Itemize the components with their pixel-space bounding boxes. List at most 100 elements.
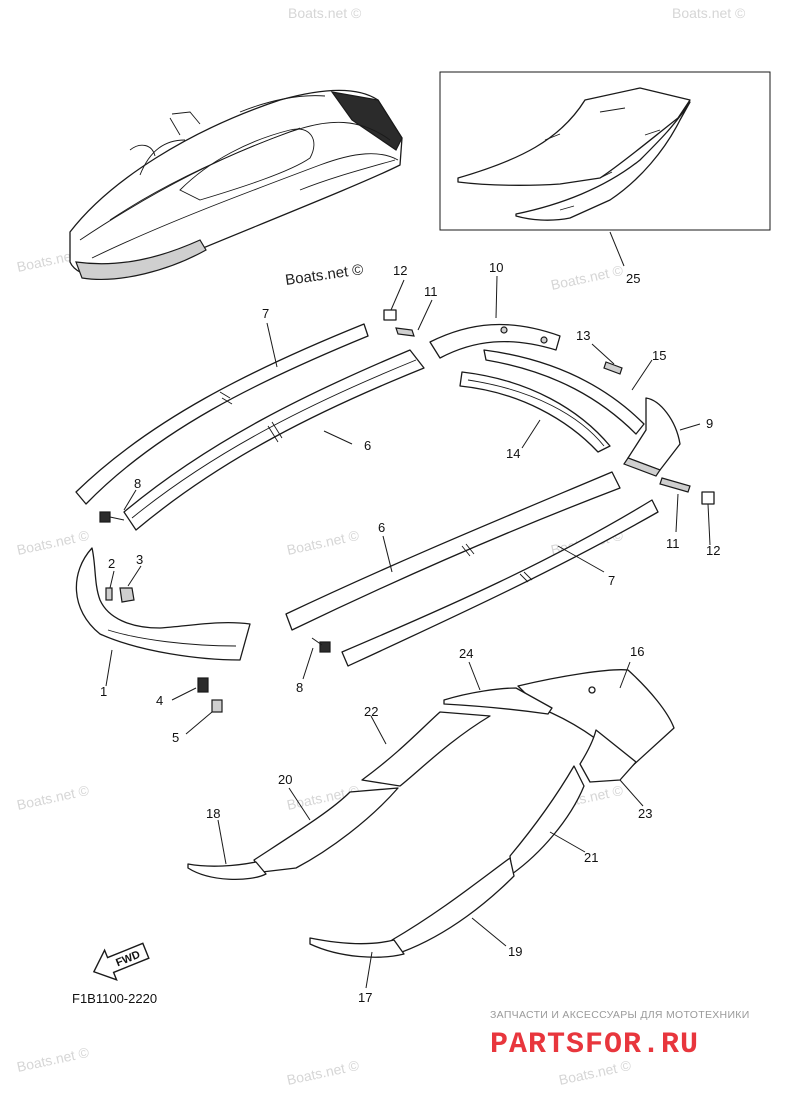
part-14-rear-rail xyxy=(459,371,611,453)
part-2-3-fasteners xyxy=(105,587,135,603)
part-15-rear-rail xyxy=(483,349,645,435)
hull-nose-mat xyxy=(330,91,403,151)
mat-20-body xyxy=(253,787,399,873)
part-6-lower-rail xyxy=(285,471,621,631)
callout-12-upper: 12 xyxy=(393,263,407,278)
callout-4: 4 xyxy=(156,693,163,708)
mat-24-body xyxy=(443,687,553,715)
part-12b-cap xyxy=(701,491,715,505)
part-8-screw-upper xyxy=(99,511,125,523)
watercraft-illustration xyxy=(69,89,403,280)
fwd-arrow-icon xyxy=(92,942,150,982)
rail-7-lower-body xyxy=(341,499,659,667)
callout-15: 15 xyxy=(652,348,666,363)
mat-16 xyxy=(517,669,675,769)
callout-8-upper: 8 xyxy=(134,476,141,491)
inset-mat-upper xyxy=(457,87,691,186)
watermark-top-right: Boats.net © xyxy=(672,5,746,21)
mat-21-body xyxy=(509,765,585,875)
leader-lines xyxy=(105,231,711,989)
inset-box-25 xyxy=(439,71,771,231)
callout-7-lower: 7 xyxy=(608,573,615,588)
bracket-10-body xyxy=(429,323,561,359)
rail-6-upper-body xyxy=(123,349,425,531)
rail-6-lower-body xyxy=(285,471,621,631)
callout-12-right: 12 xyxy=(706,543,720,558)
mat-20 xyxy=(253,787,399,873)
part-11-12-right xyxy=(659,477,715,505)
callout-6-lower: 6 xyxy=(378,520,385,535)
part-5-clip xyxy=(211,699,223,713)
part-6-upper-rail xyxy=(123,349,425,531)
watermark-top-center: Boats.net © xyxy=(288,5,362,21)
part-1-front-bumper xyxy=(75,547,251,661)
callout-3: 3 xyxy=(136,552,143,567)
callout-13: 13 xyxy=(576,328,590,343)
callout-2: 2 xyxy=(108,556,115,571)
part-7-upper-rail xyxy=(75,323,369,505)
watermark-left-3: Boats.net © xyxy=(15,782,91,813)
callout-11-right: 11 xyxy=(666,536,680,551)
screw-head-8b xyxy=(319,641,331,653)
part-9-corner xyxy=(623,397,681,477)
mat-22 xyxy=(361,711,491,787)
callout-19: 19 xyxy=(508,944,522,959)
part-13-screw xyxy=(603,361,623,375)
part-4-5-fasteners xyxy=(197,677,223,713)
callout-10: 10 xyxy=(489,260,503,275)
screw-13 xyxy=(603,361,623,375)
part-2-stud xyxy=(105,587,113,601)
mat-23-body xyxy=(579,729,637,783)
mat-19 xyxy=(391,857,515,953)
callout-17: 17 xyxy=(358,990,372,1005)
callout-11-upper: 11 xyxy=(424,284,438,299)
mat-23 xyxy=(579,729,637,783)
watermark-right-1: Boats.net © xyxy=(549,262,625,293)
callout-16: 16 xyxy=(630,644,644,659)
inset-mat-lower xyxy=(515,101,691,221)
fwd-arrow: FWD xyxy=(92,942,150,982)
callout-21: 21 xyxy=(584,850,598,865)
screw-head-8a xyxy=(99,511,111,523)
diagram-code: F1B1100-2220 xyxy=(72,991,157,1006)
callout-23: 23 xyxy=(638,806,652,821)
rail-15-body xyxy=(483,349,645,435)
mat-22-body xyxy=(361,711,491,787)
callout-22: 22 xyxy=(364,704,378,719)
mat-18-body xyxy=(187,861,267,881)
watermark-center-2: Boats.net © xyxy=(285,527,361,558)
callout-1: 1 xyxy=(100,684,107,699)
bumper-body xyxy=(75,547,251,661)
boats-net-label: Boats.net © xyxy=(284,261,364,289)
callout-5: 5 xyxy=(172,730,179,745)
part-11b-pin xyxy=(659,477,691,493)
rail-14-body xyxy=(459,371,611,453)
part-10-rear-bracket xyxy=(429,323,561,359)
part-7-lower-rail xyxy=(341,499,659,667)
callout-18: 18 xyxy=(206,806,220,821)
part-11-12-upper xyxy=(383,309,415,337)
mat-24 xyxy=(443,687,553,715)
mat-17-body xyxy=(309,937,405,958)
footer-brand-logo: PARTSFOR.RU xyxy=(490,1028,699,1062)
part-4-bolt xyxy=(197,677,209,693)
callout-20: 20 xyxy=(278,772,292,787)
mat-16-body xyxy=(517,669,675,769)
callout-25: 25 xyxy=(626,271,640,286)
part-3-nut xyxy=(119,587,135,603)
callout-7-upper: 7 xyxy=(262,306,269,321)
mat-17 xyxy=(309,937,405,958)
callout-8-lower: 8 xyxy=(296,680,303,695)
callout-24: 24 xyxy=(459,646,473,661)
mat-19-body xyxy=(391,857,515,953)
footer-tagline: ЗАПЧАСТИ И АКСЕССУАРЫ ДЛЯ МОТОТЕХНИКИ xyxy=(490,1009,750,1021)
part-11a-pin xyxy=(395,327,415,337)
callout-numbers: 7 6 8 2 3 1 4 5 6 7 8 12 11 10 13 15 14 … xyxy=(100,260,720,1005)
callout-14: 14 xyxy=(506,446,520,461)
part-12a-cap xyxy=(383,309,397,321)
mat-21 xyxy=(509,765,585,875)
rail-7-upper-body xyxy=(75,323,369,505)
footer-branding: ЗАПЧАСТИ И АКСЕССУАРЫ ДЛЯ МОТОТЕХНИКИ PA… xyxy=(490,1009,750,1062)
watermark-left-4: Boats.net © xyxy=(15,1044,91,1075)
